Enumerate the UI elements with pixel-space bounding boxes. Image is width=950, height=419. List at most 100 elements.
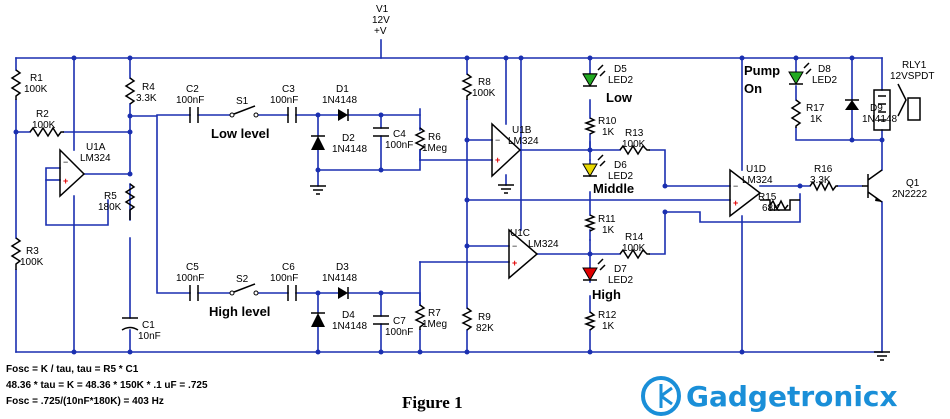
relay-rly1 bbox=[873, 83, 921, 131]
diode-d2 bbox=[311, 136, 325, 150]
resistor-r6 bbox=[414, 127, 426, 151]
r1-ref: R1 bbox=[30, 73, 43, 84]
resistor-r14 bbox=[619, 248, 650, 260]
capacitor-c5 bbox=[189, 285, 199, 301]
supply-value: 12V bbox=[372, 15, 390, 26]
formula-line-1: Fosc = K / tau, tau = R5 * C1 bbox=[6, 364, 139, 375]
resistor-r9 bbox=[461, 307, 473, 331]
r3-ref: R3 bbox=[26, 246, 39, 257]
diode-symbols bbox=[311, 99, 859, 327]
c2-ref: C2 bbox=[186, 84, 199, 95]
r10-ref: R10 bbox=[598, 116, 617, 127]
r8-ref: R8 bbox=[478, 77, 491, 88]
resistor-r13 bbox=[619, 144, 650, 156]
diode-d9 bbox=[845, 100, 859, 110]
resistor-r1 bbox=[10, 69, 22, 100]
led-d7 bbox=[582, 258, 606, 281]
ground-symbols bbox=[310, 184, 890, 361]
svg-text:+: + bbox=[495, 155, 500, 165]
r3-value: 100K bbox=[20, 257, 44, 268]
c6-value: 100nF bbox=[270, 273, 298, 284]
capacitor-c2 bbox=[189, 107, 199, 123]
r5-value: 180K bbox=[98, 202, 122, 213]
c5-value: 100nF bbox=[176, 273, 204, 284]
opamp-u1d: − + bbox=[729, 168, 762, 218]
figure-caption: Figure 1 bbox=[402, 393, 463, 412]
u1a-part: LM324 bbox=[80, 153, 111, 164]
d9-value: 1N4148 bbox=[862, 114, 897, 125]
d4-value: 1N4148 bbox=[332, 321, 367, 332]
opamp-u1a: − + bbox=[59, 148, 86, 198]
capacitor-c4 bbox=[373, 127, 389, 137]
r13-ref: R13 bbox=[625, 128, 644, 139]
rly1-ref: RLY1 bbox=[902, 60, 927, 71]
capacitor-c7 bbox=[373, 315, 389, 325]
capacitor-symbols bbox=[121, 107, 389, 331]
resistor-r11 bbox=[583, 214, 597, 232]
r14-ref: R14 bbox=[625, 232, 644, 243]
led-d8 bbox=[788, 62, 812, 85]
svg-text:+: + bbox=[63, 176, 68, 186]
r2-value: 100K bbox=[32, 120, 56, 131]
r14-value: 100K bbox=[622, 243, 646, 254]
q1-value: 2N2222 bbox=[892, 189, 927, 200]
c6-ref: C6 bbox=[282, 262, 295, 273]
c2-value: 100nF bbox=[176, 95, 204, 106]
capacitor-c3 bbox=[287, 107, 297, 123]
opamp-u1c: − + bbox=[508, 228, 539, 280]
s2-ref: S2 bbox=[236, 274, 249, 285]
r2-ref: R2 bbox=[36, 109, 49, 120]
r7-ref: R7 bbox=[428, 308, 441, 319]
svg-text:+: + bbox=[512, 258, 517, 268]
high-level-label: High level bbox=[209, 304, 270, 319]
formula-block: Fosc = K / tau, tau = R5 * C1 48.36 * ta… bbox=[6, 364, 208, 407]
r12-ref: R12 bbox=[598, 310, 617, 321]
resistor-r15 bbox=[760, 199, 800, 211]
r4-value: 3.3K bbox=[136, 93, 157, 104]
svg-text:+: + bbox=[733, 198, 738, 208]
r11-ref: R11 bbox=[598, 214, 616, 225]
u1d-ref: U1D bbox=[746, 164, 766, 175]
component-labels: R1 100K R2 100K R3 100K R4 3.3K R5 180K … bbox=[20, 60, 934, 342]
resistor-r4 bbox=[124, 77, 136, 105]
capacitor-c1 bbox=[121, 317, 139, 331]
r13-value: 100K bbox=[622, 139, 646, 150]
low-label: Low bbox=[606, 90, 633, 105]
r9-value: 82K bbox=[476, 323, 494, 334]
c5-ref: C5 bbox=[186, 262, 199, 273]
r6-ref: R6 bbox=[428, 132, 441, 143]
transistor-q1 bbox=[862, 169, 883, 203]
c7-value: 100nF bbox=[385, 327, 413, 338]
r16-value: 3.3K bbox=[810, 175, 831, 186]
led-d6 bbox=[582, 154, 606, 177]
d6-ref: D6 bbox=[614, 160, 627, 171]
r16-ref: R16 bbox=[814, 164, 833, 175]
r7-value: 1Meg bbox=[422, 319, 447, 330]
diode-d4 bbox=[311, 313, 325, 327]
d1-ref: D1 bbox=[336, 84, 349, 95]
formula-line-3: Fosc = .725/(10nF*180K) = 403 Hz bbox=[6, 396, 164, 407]
supply-v1: V1 12V +V bbox=[372, 4, 390, 37]
svg-text:−: − bbox=[495, 135, 500, 145]
r12-value: 1K bbox=[602, 321, 615, 332]
d2-value: 1N4148 bbox=[332, 144, 367, 155]
switch-s1 bbox=[233, 105, 256, 115]
q1-ref: Q1 bbox=[906, 178, 920, 189]
resistor-r12 bbox=[583, 311, 597, 331]
r17-value: 1K bbox=[810, 114, 823, 125]
opamp-u1b: − + bbox=[491, 122, 522, 178]
r8-value: 100K bbox=[472, 88, 496, 99]
led-d5 bbox=[582, 64, 606, 87]
d5-ref: D5 bbox=[614, 64, 627, 75]
c4-value: 100nF bbox=[385, 140, 413, 151]
diode-d1 bbox=[338, 109, 348, 121]
c1-value: 10nF bbox=[138, 331, 161, 342]
brand-logo-icon bbox=[641, 376, 681, 416]
wiring bbox=[15, 39, 883, 353]
resistor-r8 bbox=[461, 73, 473, 100]
low-level-label: Low level bbox=[211, 126, 270, 141]
d7-ref: D7 bbox=[614, 264, 627, 275]
c1-ref: C1 bbox=[142, 320, 155, 331]
r15-ref: R15 bbox=[758, 192, 777, 203]
